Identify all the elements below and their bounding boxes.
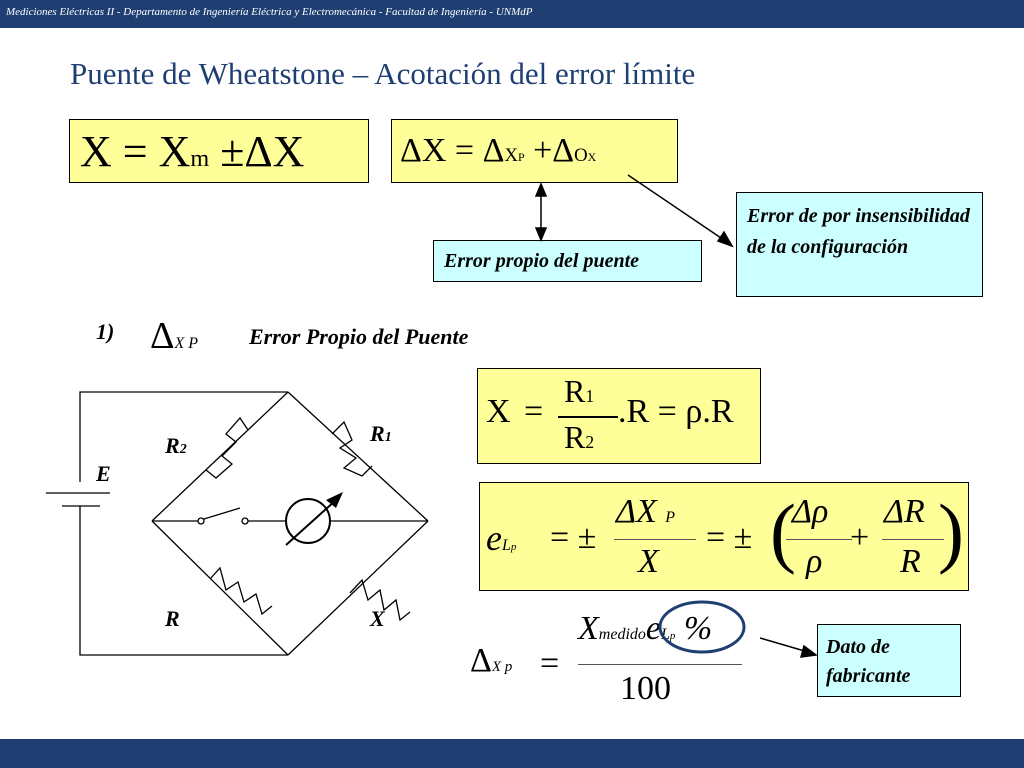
eq4-den1: X (638, 543, 659, 580)
equation-box-4: eLp = ± ΔX P X = ± ( Δρ ρ + ΔR R ) (479, 482, 969, 591)
eq3-fraction-bar (558, 416, 618, 418)
label-r2: R2 (165, 433, 187, 458)
arrow-propio-head-up (534, 182, 548, 197)
equation-box-2: ΔX = ΔXP +ΔOX (391, 119, 678, 183)
header-bar: Mediciones Eléctricas II - Departamento … (0, 0, 1024, 28)
eq4-bar3 (882, 539, 944, 540)
label-r: R (165, 606, 180, 631)
resistor-r (209, 566, 273, 616)
item-delta-symbol: ΔX P (150, 315, 198, 357)
eq4-num3: ΔR (884, 493, 925, 530)
galvanometer-arrowhead (326, 492, 343, 508)
eq4-eq1: = ± (550, 519, 597, 556)
switch-contact-right (241, 517, 249, 525)
arrow-insens (627, 174, 725, 241)
eq4-num1: ΔX P (616, 493, 676, 530)
equation-box-1: X = Xm ±ΔX (69, 119, 369, 183)
label-x: X (370, 606, 385, 631)
arrow-fabricante-head (799, 644, 818, 658)
eq3-numerator: R1 (564, 373, 595, 409)
label-e: E (96, 461, 111, 486)
eq5-numerator: XmedidoeLp % (578, 610, 713, 647)
eq4-left-paren: ( (770, 488, 796, 575)
outer-wire (79, 391, 288, 656)
arrow-insens-head (716, 230, 734, 248)
label-r1: R1 (370, 421, 392, 446)
item-label: Error Propio del Puente (249, 324, 469, 349)
resistor-r2 (205, 416, 249, 479)
equation-2: ΔX = ΔXP +ΔOX (400, 132, 597, 169)
eq4-den2: ρ (806, 543, 823, 580)
resistor-x (349, 578, 411, 622)
callout-error-propio: Error propio del puente (433, 240, 702, 282)
footer-bar (0, 739, 1024, 768)
eq3-lhs: X (486, 393, 511, 430)
eq5-denominator: 100 (620, 670, 671, 707)
arm-r2 (151, 391, 289, 522)
page-title: Puente de Wheatstone – Acotación del err… (70, 56, 696, 91)
eq3-denominator: R2 (564, 419, 595, 455)
highlight-ellipse (658, 600, 746, 654)
eq5-eq: = (540, 645, 560, 682)
eq4-bar1 (614, 539, 696, 540)
eq3-eq: = (524, 393, 544, 430)
arm-r1 (287, 391, 429, 522)
header-text: Mediciones Eléctricas II - Departamento … (6, 6, 533, 18)
equation-box-3: X = R1 R2 .R = ρ.R (477, 368, 761, 464)
callout-error-insensibilidad: Error de por insensibilidad de la config… (736, 192, 983, 297)
eq4-num2: Δρ (792, 493, 829, 530)
arrow-propio-head-down (534, 227, 548, 242)
eq5-lhs: ΔX p (470, 642, 513, 679)
eq5-fraction-bar (578, 664, 742, 665)
equation-1: X = Xm ±ΔX (80, 127, 305, 176)
eq4-eq2: = ± (706, 519, 753, 556)
eq4-lhs: eLp (486, 518, 517, 558)
switch-blade (203, 507, 241, 520)
galvanometer (285, 498, 331, 544)
eq4-bar2 (786, 539, 852, 540)
callout-dato-fabricante: Dato de fabricante (817, 624, 961, 697)
item-number: 1) (96, 319, 115, 344)
arm-x (287, 520, 429, 656)
arrow-fabricante (759, 637, 809, 653)
resistor-r1 (331, 420, 373, 477)
arm-r (151, 520, 289, 656)
eq4-den3: R (900, 543, 921, 580)
eq4-plus: + (850, 519, 870, 556)
eq3-rest: .R = ρ.R (618, 393, 734, 430)
eq4-right-paren: ) (938, 488, 964, 575)
galvanometer-needle (285, 499, 337, 546)
switch-contact-left (197, 517, 205, 525)
